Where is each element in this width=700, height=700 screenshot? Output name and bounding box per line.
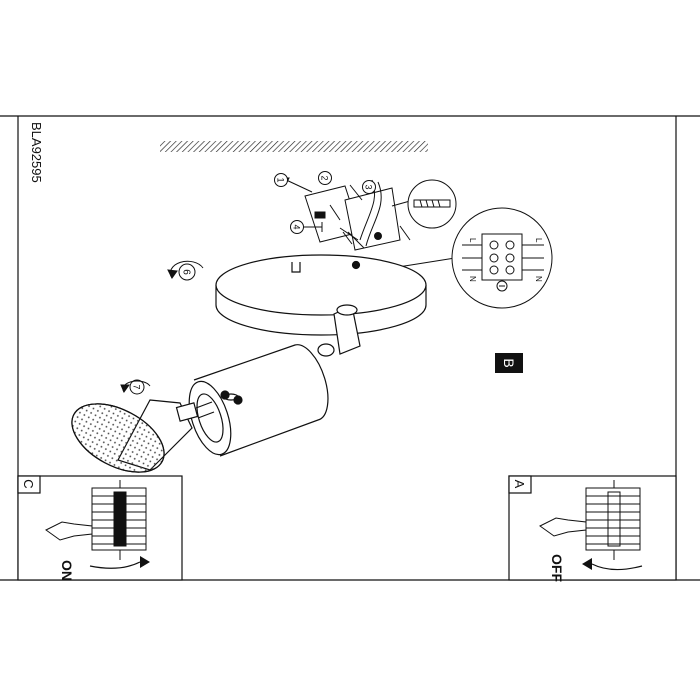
switch-on-label: ON <box>59 560 75 581</box>
ceiling-hatch <box>160 141 428 152</box>
swivel-arm <box>317 304 361 357</box>
terminal-label-n2: N <box>534 276 543 282</box>
svg-text:6: 6 <box>181 269 192 275</box>
ceiling-canopy <box>215 254 427 336</box>
step-4-callout: 4 <box>290 220 304 234</box>
rotate-arrow-icon <box>591 563 643 571</box>
terminal-label-l1: L <box>468 238 477 243</box>
screw-detail <box>391 179 457 229</box>
svg-text:B: B <box>501 358 517 367</box>
gu10-lamp <box>71 399 215 473</box>
svg-text:2: 2 <box>320 175 330 180</box>
panel-c-letter: C <box>21 479 36 488</box>
step-2-callout: 2 <box>318 171 332 185</box>
step-6-callout: 6 <box>178 263 196 281</box>
mounting-hardware <box>281 177 411 251</box>
panel-a: A OFF <box>508 475 677 582</box>
panel-b-label: B <box>495 353 523 373</box>
terminal-label-n1: N <box>468 276 477 282</box>
panel-a-letter: A <box>512 480 527 489</box>
svg-text:1: 1 <box>276 177 286 182</box>
svg-text:4: 4 <box>292 224 302 229</box>
svg-text:7: 7 <box>132 384 142 389</box>
switch-strip-c <box>91 480 147 560</box>
rotate-arrow-icon <box>120 260 204 394</box>
arrow-head-icon <box>140 556 150 568</box>
step-1-callout: 1 <box>274 173 288 187</box>
switch-off-label: OFF <box>549 554 565 582</box>
panel-c: C ON <box>17 475 183 581</box>
switch-strip-a <box>585 480 641 560</box>
terminal-label-l2: L <box>534 238 543 243</box>
terminal-block-detail: L L N N <box>391 207 553 309</box>
spot-head <box>188 344 329 457</box>
step-3-callout: 3 <box>362 180 376 194</box>
svg-text:3: 3 <box>364 184 374 189</box>
rotate-arrow-icon <box>89 561 141 569</box>
arrow-head-icon <box>582 558 592 570</box>
model-code: BLA92595 <box>29 122 44 183</box>
step-7-callout: 7 <box>129 379 145 395</box>
hand-icon <box>45 521 93 541</box>
hand-icon <box>539 517 587 537</box>
